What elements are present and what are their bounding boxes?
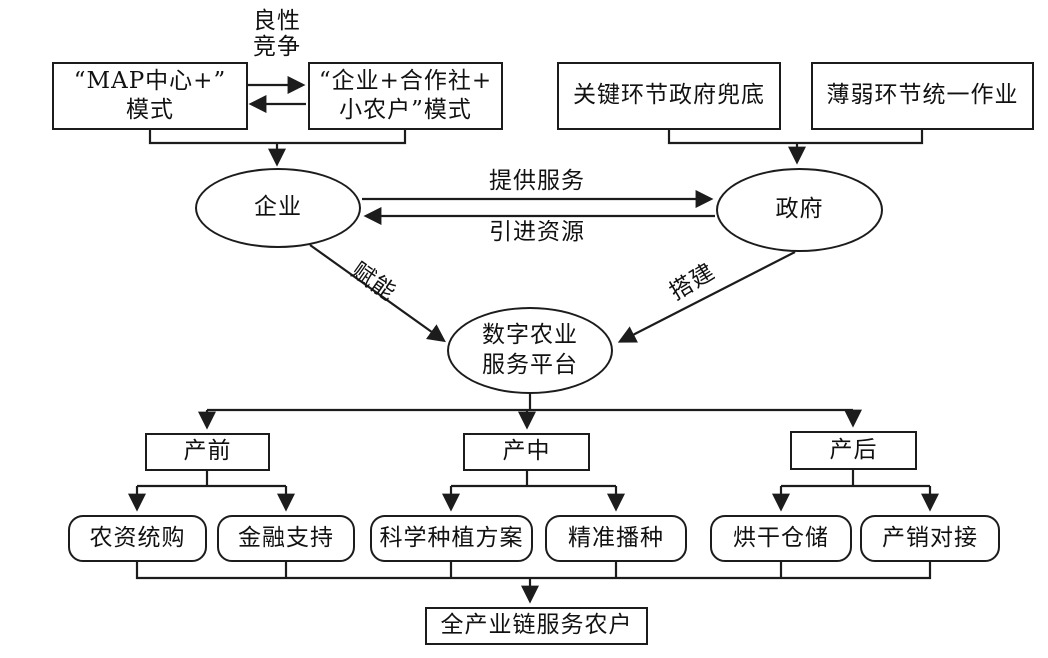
node-post-production-label: 产后 xyxy=(829,436,878,463)
tree-left-top xyxy=(148,130,407,145)
post-split xyxy=(781,470,930,488)
node-marketing-connection: 产销对接 xyxy=(860,515,1000,562)
node-post-production: 产后 xyxy=(790,431,917,470)
node-agri-supplies: 农资统购 xyxy=(68,515,207,562)
node-mid-production: 产中 xyxy=(463,433,590,471)
node-coop-mode-line1: “企业+合作社+ xyxy=(318,67,493,94)
node-map-mode: “MAP中心+” 模式 xyxy=(52,62,248,130)
node-enterprise: 企业 xyxy=(195,168,361,248)
node-map-mode-line2: 模式 xyxy=(126,97,174,123)
node-coop-mode: “企业+合作社+ 小农户”模式 xyxy=(308,62,503,130)
node-marketing-connection-label: 产销对接 xyxy=(882,524,978,551)
mid-split xyxy=(451,471,616,488)
node-financial-support: 金融支持 xyxy=(217,515,355,562)
node-scientific-planting-label: 科学种植方案 xyxy=(379,524,524,551)
node-agri-supplies-label: 农资统购 xyxy=(89,524,186,551)
label-introduce-resources: 引进资源 xyxy=(467,219,607,246)
pre-split xyxy=(137,471,286,488)
node-financial-support-label: 金融支持 xyxy=(238,524,334,551)
tree-right-top xyxy=(667,130,924,145)
label-provide-services-text: 提供服务 xyxy=(489,167,585,194)
node-precise-seeding: 精准播种 xyxy=(545,515,687,562)
node-pre-production: 产前 xyxy=(145,433,270,471)
arrow-empower xyxy=(309,244,446,343)
node-digital-platform-line2: 服务平台 xyxy=(482,351,578,378)
node-drying-storage: 烘干仓储 xyxy=(710,515,852,562)
node-government-backstop: 关键环节政府兜底 xyxy=(557,62,781,130)
node-full-chain-service: 全产业链服务农户 xyxy=(425,607,648,645)
node-digital-platform-line1: 数字农业 xyxy=(482,322,578,349)
node-mid-production-label: 产中 xyxy=(502,438,551,465)
node-scientific-planting: 科学种植方案 xyxy=(370,515,533,562)
node-map-mode-line1: “MAP中心+” xyxy=(73,67,227,94)
arrow-build xyxy=(617,251,796,343)
node-pre-production-label: 产前 xyxy=(183,438,232,465)
node-enterprise-label: 企业 xyxy=(254,194,302,221)
node-precise-seeding-label: 精准播种 xyxy=(568,524,664,551)
node-weak-link-unified-label: 薄弱环节统一作业 xyxy=(826,82,1019,109)
node-government: 政府 xyxy=(716,168,883,252)
label-benign-competition-line2: 竞争 xyxy=(253,34,301,60)
node-weak-link-unified: 薄弱环节统一作业 xyxy=(811,62,1034,130)
bottom-merge xyxy=(135,562,932,580)
label-benign-competition: 良性 竞争 xyxy=(240,8,314,62)
node-digital-platform: 数字农业 服务平台 xyxy=(447,307,613,394)
node-government-backstop-label: 关键环节政府兜底 xyxy=(573,82,765,109)
label-benign-competition-line1: 良性 xyxy=(253,8,301,35)
node-coop-mode-line2: 小农户”模式 xyxy=(339,97,472,123)
label-provide-services: 提供服务 xyxy=(467,168,607,195)
node-drying-storage-label: 烘干仓储 xyxy=(733,524,829,551)
label-introduce-resources-text: 引进资源 xyxy=(489,218,585,245)
node-full-chain-service-label: 全产业链服务农户 xyxy=(440,612,633,639)
node-government-label: 政府 xyxy=(775,196,824,223)
